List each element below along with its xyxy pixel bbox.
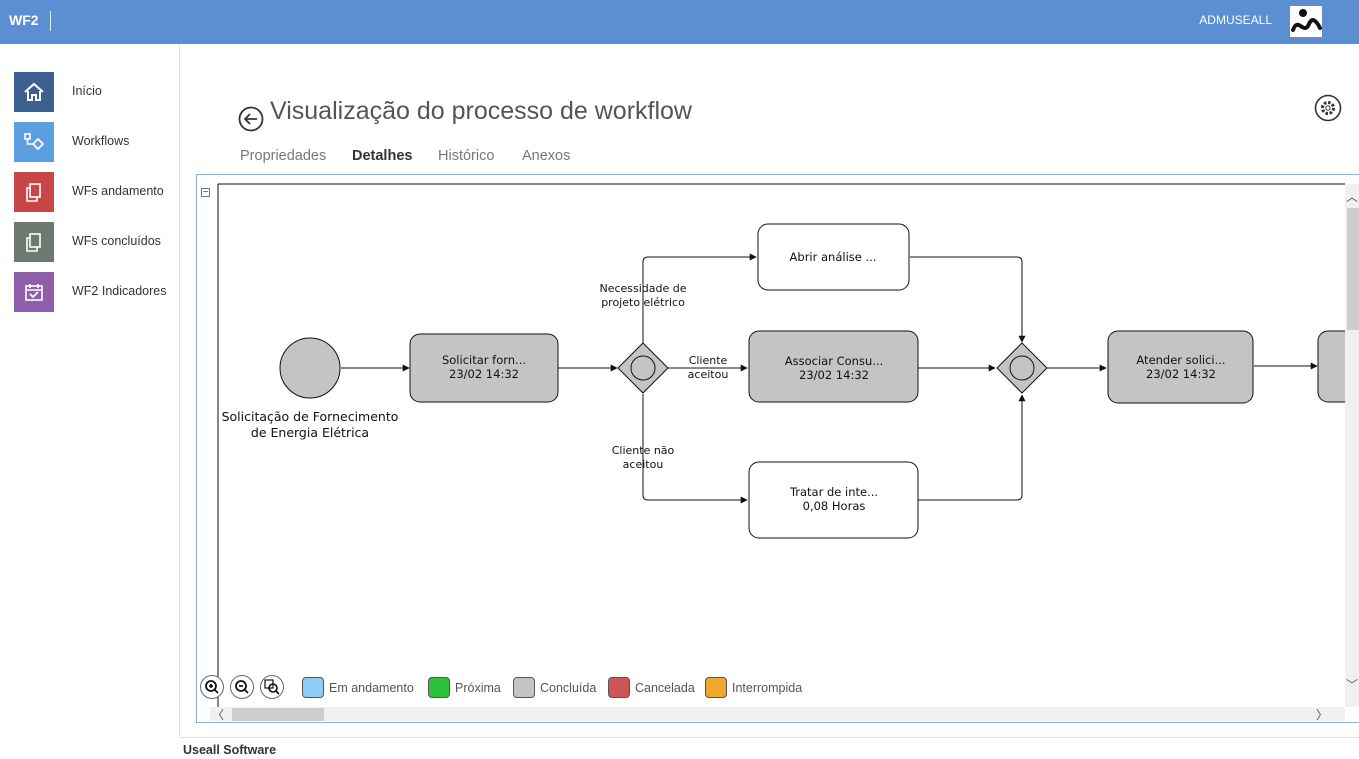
task-atender[interactable]: Atender solici... 23/02 14:32 [1107,330,1254,404]
sidebar-tile [14,222,54,262]
scroll-left-icon[interactable]: 〈 [212,708,225,722]
task-tratar[interactable]: Tratar de inte... 0,08 Horas [748,461,919,539]
legend-label: Interrompida [732,681,803,695]
task-box [748,461,919,539]
sidebar-item-label: WFs concluídos [72,234,161,248]
task-detail: 23/02 14:32 [799,368,869,382]
horizontal-scrollbar[interactable] [210,707,1345,721]
legend-label: Cancelada [635,681,695,695]
zoom-out-icon [235,680,249,694]
task-box [1107,330,1254,404]
tab-detalhes[interactable]: Detalhes [352,148,413,164]
page-title: Visualização do processo de workflow [270,97,692,125]
task-title: Tratar de inte... [789,485,878,499]
useall-logo-icon [1291,9,1322,32]
vertical-scroll-thumb[interactable] [1347,208,1359,330]
task-box [757,223,910,291]
sidebar-item-workflows[interactable]: Workflows [14,122,178,162]
sidebar-tile [14,272,54,312]
scroll-up-icon[interactable]: ︿ [1346,190,1359,204]
gateway-merge[interactable] [996,342,1048,394]
sidebar-item-label: Início [72,84,102,98]
brand-divider [50,11,51,31]
documents-icon [26,233,41,252]
sidebar-item-label: Workflows [72,134,130,148]
legend-swatch [608,677,630,698]
legend-label: Concluída [540,681,597,695]
zoom-in-icon [205,680,219,694]
top-bar: WF2 ADMUSEALL [0,0,1359,44]
legend-swatch [705,677,727,698]
tab-anexos[interactable]: Anexos [522,148,571,164]
task-title: Abrir análise ... [790,250,877,264]
zoom-fit-button[interactable] [260,675,284,699]
tab-historico[interactable]: Histórico [438,148,495,164]
task-associar[interactable]: Associar Consu... 23/02 14:32 [748,330,919,403]
sidebar-tile [14,122,54,162]
settings-button[interactable] [1314,94,1342,122]
legend-swatch [513,677,535,698]
task-solicitar[interactable]: Solicitar forn... 23/02 14:32 [409,333,559,403]
legend-swatch [428,677,450,698]
task-box [748,330,919,403]
task-title: Solicitar forn... [442,353,526,367]
scroll-down-icon[interactable]: ﹀ [1346,678,1359,692]
gateway-decision[interactable] [617,342,669,394]
footer-text: Useall Software [183,743,277,757]
tab-propriedades[interactable]: Propriedades [240,148,327,164]
task-title: Associar Consu... [785,354,883,368]
footer-divider [180,737,1359,738]
gateway-circle [630,355,656,381]
sidebar-item-wfs-andamento[interactable]: WFs andamento [14,172,178,212]
collapse-toggle[interactable]: − [201,187,210,197]
gear-icon [1314,94,1342,122]
workflow-icon [24,133,45,151]
task-detail: 0,08 Horas [803,499,866,513]
task-box [409,333,559,403]
sidebar-item-wf2-indicadores[interactable]: WF2 Indicadores [14,272,178,312]
back-button[interactable] [238,106,264,132]
user-name[interactable]: ADMUSEALL [1199,13,1272,27]
arrow-left-icon [238,106,264,132]
zoom-in-button[interactable] [200,675,224,699]
start-event[interactable] [279,337,341,399]
legend-label: Em andamento [329,681,414,695]
sidebar-item-wfs-concluidos[interactable]: WFs concluídos [14,222,178,262]
legend-label: Próxima [455,681,501,695]
task-detail: 23/02 14:32 [449,367,519,381]
legend-swatch [302,677,324,698]
task-abrir-analise[interactable]: Abrir análise ... [757,223,910,291]
home-icon [24,82,44,101]
task-detail: 23/02 14:32 [1146,367,1216,381]
company-logo[interactable] [1290,6,1322,37]
gateway-circle [1009,355,1035,381]
calendar-check-icon [25,284,43,301]
sidebar-item-label: WF2 Indicadores [72,284,167,298]
sidebar-item-inicio[interactable]: Início [14,72,178,112]
sidebar-item-label: WFs andamento [72,184,164,198]
scroll-right-icon[interactable]: 〉 [1316,708,1329,722]
zoom-out-button[interactable] [230,675,254,699]
documents-icon [26,183,41,202]
task-title: Atender solici... [1136,353,1225,367]
sidebar-tile [14,72,54,112]
zoom-fit-icon [264,679,280,695]
app-brand[interactable]: WF2 [9,12,39,28]
sidebar-tile [14,172,54,212]
horizontal-scroll-thumb[interactable] [232,708,324,721]
